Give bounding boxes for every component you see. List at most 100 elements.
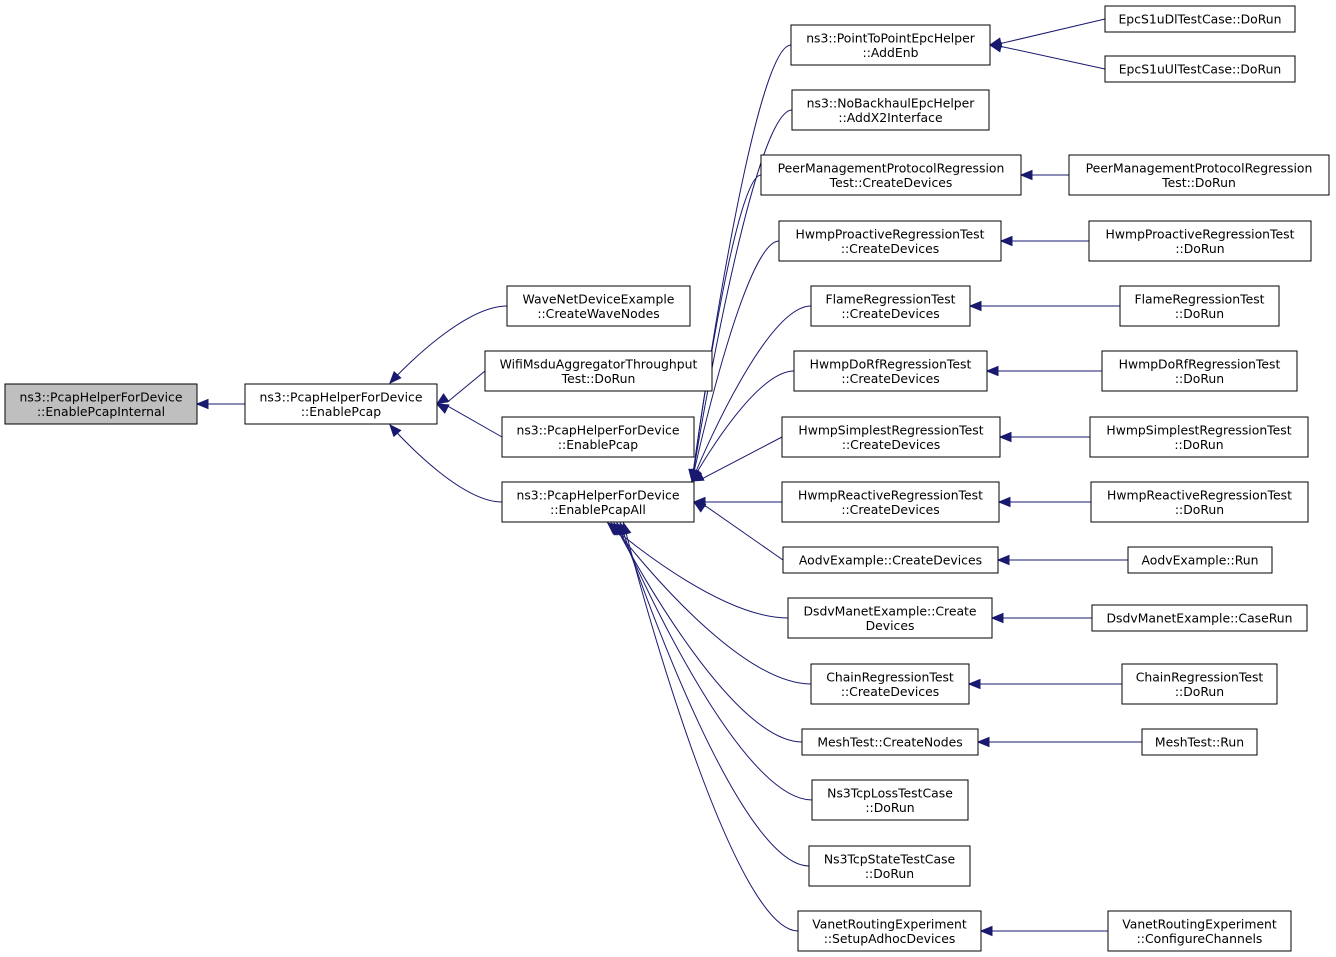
graph-node[interactable]: ChainRegressionTest::DoRun <box>1121 663 1278 705</box>
node-label-line: ::DoRun <box>1175 241 1224 256</box>
node-box <box>810 663 970 705</box>
graph-node[interactable]: ChainRegressionTest::CreateDevices <box>810 663 970 705</box>
call-edge <box>999 18 1106 45</box>
node-label-line: WifiMsduAggregatorThroughput <box>500 356 698 371</box>
node-label-line: ::CreateDevices <box>841 306 939 321</box>
graph-node[interactable]: EpcS1uDlTestCase::DoRun <box>1104 5 1296 33</box>
edge-arrowhead <box>621 521 632 536</box>
call-edge <box>610 522 812 685</box>
graph-node[interactable]: HwmpSimplestRegressionTest::DoRun <box>1089 416 1309 458</box>
node-box <box>1101 350 1298 392</box>
node-label-line: ::DoRun <box>1175 684 1224 699</box>
node-label-line: PeerManagementProtocolRegression <box>778 160 1005 175</box>
node-label-line: HwmpSimplestRegressionTest <box>1106 422 1291 437</box>
call-edge <box>607 522 789 619</box>
edge-arrowhead <box>1019 169 1033 181</box>
node-label-line: HwmpDoRfRegressionTest <box>810 356 972 371</box>
call-edge <box>999 45 1106 70</box>
node-label-line: FlameRegressionTest <box>1134 291 1264 306</box>
node-label-line: AodvExample::Run <box>1142 553 1259 568</box>
node-label-line: ::EnablePcapInternal <box>37 404 165 419</box>
graph-node[interactable]: DsdvManetExample::CreateDevices <box>787 597 993 639</box>
graph-node[interactable]: MeshTest::Run <box>1141 728 1258 756</box>
node-box <box>1107 910 1292 952</box>
call-edge <box>389 424 503 503</box>
node-label-line: ns3::PointToPointEpcHelper <box>806 30 975 45</box>
graph-node[interactable]: HwmpSimplestRegressionTest::CreateDevice… <box>781 416 1001 458</box>
node-box <box>811 779 969 821</box>
edge-arrowhead <box>389 370 402 384</box>
graph-node[interactable]: HwmpProactiveRegressionTest::DoRun <box>1088 220 1312 262</box>
node-box <box>808 845 971 887</box>
edge-arrowhead <box>968 300 982 312</box>
node-label-line: ::EnablePcapAll <box>550 502 646 517</box>
node-label-line: ::CreateDevices <box>842 437 940 452</box>
node-label-line: ::DoRun <box>1175 306 1224 321</box>
node-label-line: Test::CreateDevices <box>829 175 953 190</box>
graph-node[interactable]: ns3::PcapHelperForDevice::EnablePcap <box>244 383 438 425</box>
node-label-line: ::DoRun <box>1175 502 1224 517</box>
graph-node[interactable]: HwmpDoRfRegressionTest::DoRun <box>1101 350 1298 392</box>
node-box <box>1091 604 1308 632</box>
graph-node[interactable]: AodvExample::CreateDevices <box>782 546 999 574</box>
graph-node[interactable]: MeshTest::CreateNodes <box>801 728 979 756</box>
node-box <box>787 597 993 639</box>
node-label-line: ::DoRun <box>865 800 914 815</box>
graph-node[interactable]: HwmpReactiveRegressionTest::CreateDevice… <box>781 481 1000 523</box>
node-label-line: ::CreateWaveNodes <box>537 306 659 321</box>
node-box <box>778 220 1002 262</box>
graph-node[interactable]: PeerManagementProtocolRegressionTest::Cr… <box>760 154 1022 196</box>
node-box <box>501 416 695 458</box>
graph-node[interactable]: Ns3TcpStateTestCase::DoRun <box>808 845 971 887</box>
node-label-line: ::ConfigureChannels <box>1137 931 1263 946</box>
graph-node[interactable]: WaveNetDeviceExample::CreateWaveNodes <box>506 285 691 327</box>
node-label-line: ::AddEnb <box>863 45 919 60</box>
graph-node[interactable]: VanetRoutingExperiment::SetupAdhocDevice… <box>797 910 982 952</box>
node-label-line: Ns3TcpStateTestCase <box>824 851 955 866</box>
node-box <box>1104 55 1296 83</box>
graph-node[interactable]: ns3::PcapHelperForDevice::EnablePcapAll <box>501 481 695 523</box>
node-label-line: VanetRoutingExperiment <box>1122 916 1277 931</box>
node-label-line: HwmpProactiveRegressionTest <box>1106 226 1295 241</box>
edge-arrowhead <box>997 496 1011 508</box>
graph-node[interactable]: Ns3TcpLossTestCase::DoRun <box>811 779 969 821</box>
node-box <box>797 910 982 952</box>
edge-arrowhead <box>690 471 705 482</box>
node-label-line: ::DoRun <box>865 866 914 881</box>
node-label-line: PeerManagementProtocolRegression <box>1086 160 1313 175</box>
graph-node[interactable]: FlameRegressionTest::DoRun <box>1119 285 1280 327</box>
edge-arrowhead <box>435 403 450 414</box>
node-box <box>793 350 988 392</box>
edge-arrowhead <box>985 365 999 377</box>
edge-arrowhead <box>692 501 707 513</box>
node-box <box>782 546 999 574</box>
graph-node[interactable]: ns3::PcapHelperForDevice::EnablePcapInte… <box>4 383 198 425</box>
nodes-layer: ns3::PcapHelperForDevice::EnablePcapInte… <box>4 5 1330 952</box>
graph-node[interactable]: FlameRegressionTest::CreateDevices <box>810 285 971 327</box>
graph-node[interactable]: PeerManagementProtocolRegressionTest::Do… <box>1068 154 1330 196</box>
call-edge <box>701 436 783 480</box>
node-label-line: WaveNetDeviceExample <box>523 291 675 306</box>
graph-node[interactable]: ns3::PointToPointEpcHelper::AddEnb <box>790 24 991 66</box>
graph-node[interactable]: HwmpProactiveRegressionTest::CreateDevic… <box>778 220 1002 262</box>
graph-node[interactable]: ns3::PcapHelperForDevice::EnablePcap <box>501 416 695 458</box>
graph-node[interactable]: HwmpReactiveRegressionTest::DoRun <box>1090 481 1309 523</box>
graph-node[interactable]: ns3::NoBackhaulEpcHelper::AddX2Interface <box>791 89 990 131</box>
graph-node[interactable]: AodvExample::Run <box>1127 546 1273 574</box>
node-label-line: ::EnablePcap <box>301 404 381 419</box>
edge-arrowhead <box>996 554 1010 566</box>
edge-arrowhead <box>979 925 993 937</box>
node-label-line: ns3::PcapHelperForDevice <box>517 487 680 502</box>
call-edge <box>446 370 486 403</box>
node-box <box>1089 416 1309 458</box>
node-box <box>1090 481 1309 523</box>
graph-node[interactable]: DsdvManetExample::CaseRun <box>1091 604 1308 632</box>
node-label-line: MeshTest::CreateNodes <box>817 735 962 750</box>
graph-node[interactable]: VanetRoutingExperiment::ConfigureChannel… <box>1107 910 1292 952</box>
graph-node[interactable]: EpcS1uUlTestCase::DoRun <box>1104 55 1296 83</box>
graph-node[interactable]: HwmpDoRfRegressionTest::CreateDevices <box>793 350 988 392</box>
node-label-line: ::CreateDevices <box>841 502 939 517</box>
node-box <box>790 24 991 66</box>
